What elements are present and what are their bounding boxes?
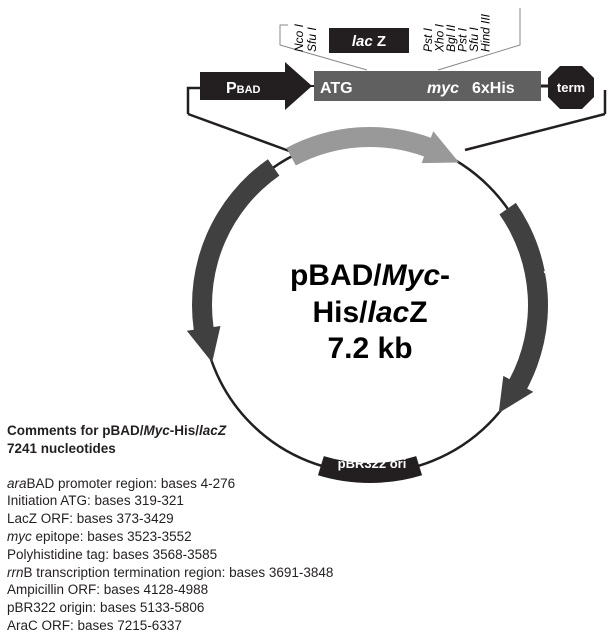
comment-line: myc epitope: bases 3523-3552 [7, 528, 192, 544]
zoom-line-left [187, 112, 293, 154]
zoom-line-right [464, 112, 606, 152]
site-sfu: Sfu I [305, 27, 319, 52]
atg-label: ATG [320, 80, 353, 97]
comment-line: LacZ ORF: bases 373-3429 [7, 511, 174, 527]
ori-label: pBR322 ori [338, 456, 407, 471]
ori-box [317, 456, 423, 483]
comment-line: pBR322 origin: bases 5133-5806 [7, 600, 205, 616]
comment-line: Initiation ATG: bases 319-321 [7, 493, 184, 509]
nco-sfu-sites: Nco I Sfu I [292, 23, 319, 52]
restriction-site: Pst I [456, 27, 470, 52]
restriction-site: Hind III [479, 13, 493, 52]
restriction-site: Bgl II [444, 24, 458, 52]
comments-block: Comments for pBAD/Myc-His/lacZ 7241 nucl… [7, 422, 333, 635]
pbad-promoter-arrow [200, 62, 312, 110]
arac-label: araC [232, 225, 259, 263]
comment-line: AraC ORF: bases 7215-6337 [7, 617, 182, 633]
restriction-site: Sfu I [467, 27, 481, 52]
ampicillin-arc-arrow [498, 202, 549, 413]
plasmid-name-line2: His/lacZ [312, 296, 427, 329]
comments-subtitle: 7241 nucleotides [7, 440, 116, 456]
terminator-octagon [548, 66, 594, 109]
term-label: term [557, 80, 585, 95]
site-nco: Nco I [292, 23, 306, 52]
left-callout-line [279, 44, 368, 71]
lacz-arc-arrow [286, 127, 460, 166]
restriction-site: Pst I [421, 27, 435, 52]
left-bracket-line [279, 24, 288, 45]
lacz-label: lac Z [352, 33, 386, 50]
restriction-site: Xho I [433, 23, 447, 53]
comments-title: Comments for pBAD/Myc-His/lacZ [7, 423, 227, 438]
plasmid-name-line1: pBAD/Myc- [290, 259, 450, 292]
pbad-label: PBAD [226, 80, 261, 97]
comment-line: rrnB transcription termination region: b… [7, 564, 334, 580]
comment-line: araBAD promoter region: bases 4-276 [7, 475, 236, 491]
feature-arcs [186, 127, 549, 483]
bracket-left [186, 86, 200, 114]
lacz-box [329, 28, 409, 53]
comment-line: Ampicillin ORF: bases 4128-4988 [7, 582, 209, 598]
plasmid-size: 7.2 kb [327, 332, 412, 365]
comment-line: Polyhistidine tag: bases 3568-3585 [7, 546, 218, 562]
lacz-insert-bar [314, 71, 541, 101]
myc-label: myc [427, 80, 459, 97]
his-tag-label: 6xHis [472, 80, 515, 97]
arac-arc-arrow [186, 159, 280, 363]
right-callout-line [437, 8, 521, 71]
